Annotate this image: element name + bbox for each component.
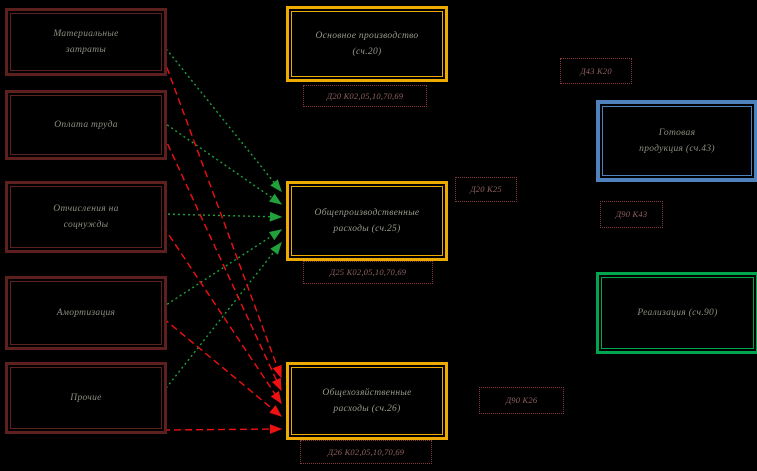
- cost-element-5-label: Прочие: [70, 392, 102, 403]
- account-25-entry-label: Д25 К02,05,10,70,69: [303, 261, 433, 284]
- arrow-cost-element-1-to-account-26: [162, 56, 282, 379]
- cost-element-1-box: Материальные затраты: [5, 8, 167, 76]
- account-25-label-line2: расходы (сч.25): [333, 224, 401, 234]
- posting-d90-k43-label: Д90 К43: [600, 201, 663, 228]
- arrow-cost-element-2-to-account-25: [162, 121, 283, 205]
- cost-element-3-label-line1: Отчисления на: [53, 203, 119, 214]
- posting-d43-k20-text: Д43 К20: [580, 65, 612, 76]
- account-20-label-line2: (сч.20): [352, 47, 382, 57]
- finished-goods-box: Готовая продукция (сч.43): [596, 100, 757, 182]
- account-20-label-line1: Основное производство: [315, 30, 419, 41]
- account-26-label-line1: Общехозяйственные: [322, 387, 412, 398]
- finished-goods-label-line2: продукция (сч.43): [639, 144, 715, 154]
- posting-d20-k25-label: Д20 К25: [455, 177, 517, 202]
- arrow-cost-element-3-to-account-26: [162, 225, 282, 405]
- cost-element-2-box: Оплата труда: [5, 90, 167, 160]
- cost-element-1-label-line2: затраты: [65, 45, 107, 55]
- account-26-entry-label: Д26 К02,05,10,70,69: [300, 440, 432, 464]
- arrow-cost-element-4-to-account-26: [162, 317, 283, 417]
- account-20-entry-text: Д20 К02,05,10,70,69: [326, 90, 404, 101]
- posting-d90-k43-text: Д90 К43: [615, 209, 648, 220]
- cost-element-4-box: Амортизация: [5, 276, 167, 350]
- cost-element-2-label: Оплата труда: [54, 119, 118, 130]
- cost-element-1-label-line1: Материальные: [53, 28, 119, 39]
- account-20-entry-label: Д20 К02,05,10,70,69: [303, 85, 427, 107]
- account-26-box: Общехозяйственные расходы (сч.26): [286, 362, 448, 440]
- account-25-box: Общепроизводственные расходы (сч.25): [286, 181, 448, 261]
- account-25-label-line1: Общепроизводственные: [314, 207, 420, 218]
- arrow-cost-element-2-to-account-26: [162, 133, 282, 392]
- arrow-cost-element-3-to-account-25: [162, 211, 283, 222]
- arrow-cost-element-5-to-account-25: [162, 241, 282, 393]
- cost-element-3-box: Отчисления на соцнужды: [5, 181, 167, 253]
- account-20-box: Основное производство (сч.20): [286, 6, 448, 82]
- arrow-cost-element-1-to-account-25: [162, 44, 282, 193]
- posting-d90-k26-text: Д90 К26: [505, 395, 538, 406]
- account-26-entry-text: Д26 К02,05,10,70,69: [327, 446, 405, 457]
- cost-element-4-label: Амортизация: [56, 307, 116, 318]
- cost-element-5-box: Прочие: [5, 362, 167, 434]
- arrow-cost-element-4-to-account-25: [162, 229, 283, 308]
- sales-box: Реализация (сч.90): [596, 272, 757, 354]
- posting-d90-k26-label: Д90 К26: [479, 387, 564, 414]
- account-25-entry-text: Д25 К02,05,10,70,69: [329, 267, 407, 278]
- finished-goods-label-line1: Готовая: [658, 127, 696, 138]
- account-26-label-line2: расходы (сч.26): [333, 404, 401, 414]
- posting-d20-k25-text: Д20 К25: [470, 184, 502, 195]
- posting-d43-k20-label: Д43 К20: [560, 58, 632, 84]
- cost-element-3-label-line2: соцнужды: [63, 220, 109, 230]
- sales-label: Реализация (сч.90): [637, 307, 718, 318]
- arrow-cost-element-5-to-account-26: [162, 424, 283, 434]
